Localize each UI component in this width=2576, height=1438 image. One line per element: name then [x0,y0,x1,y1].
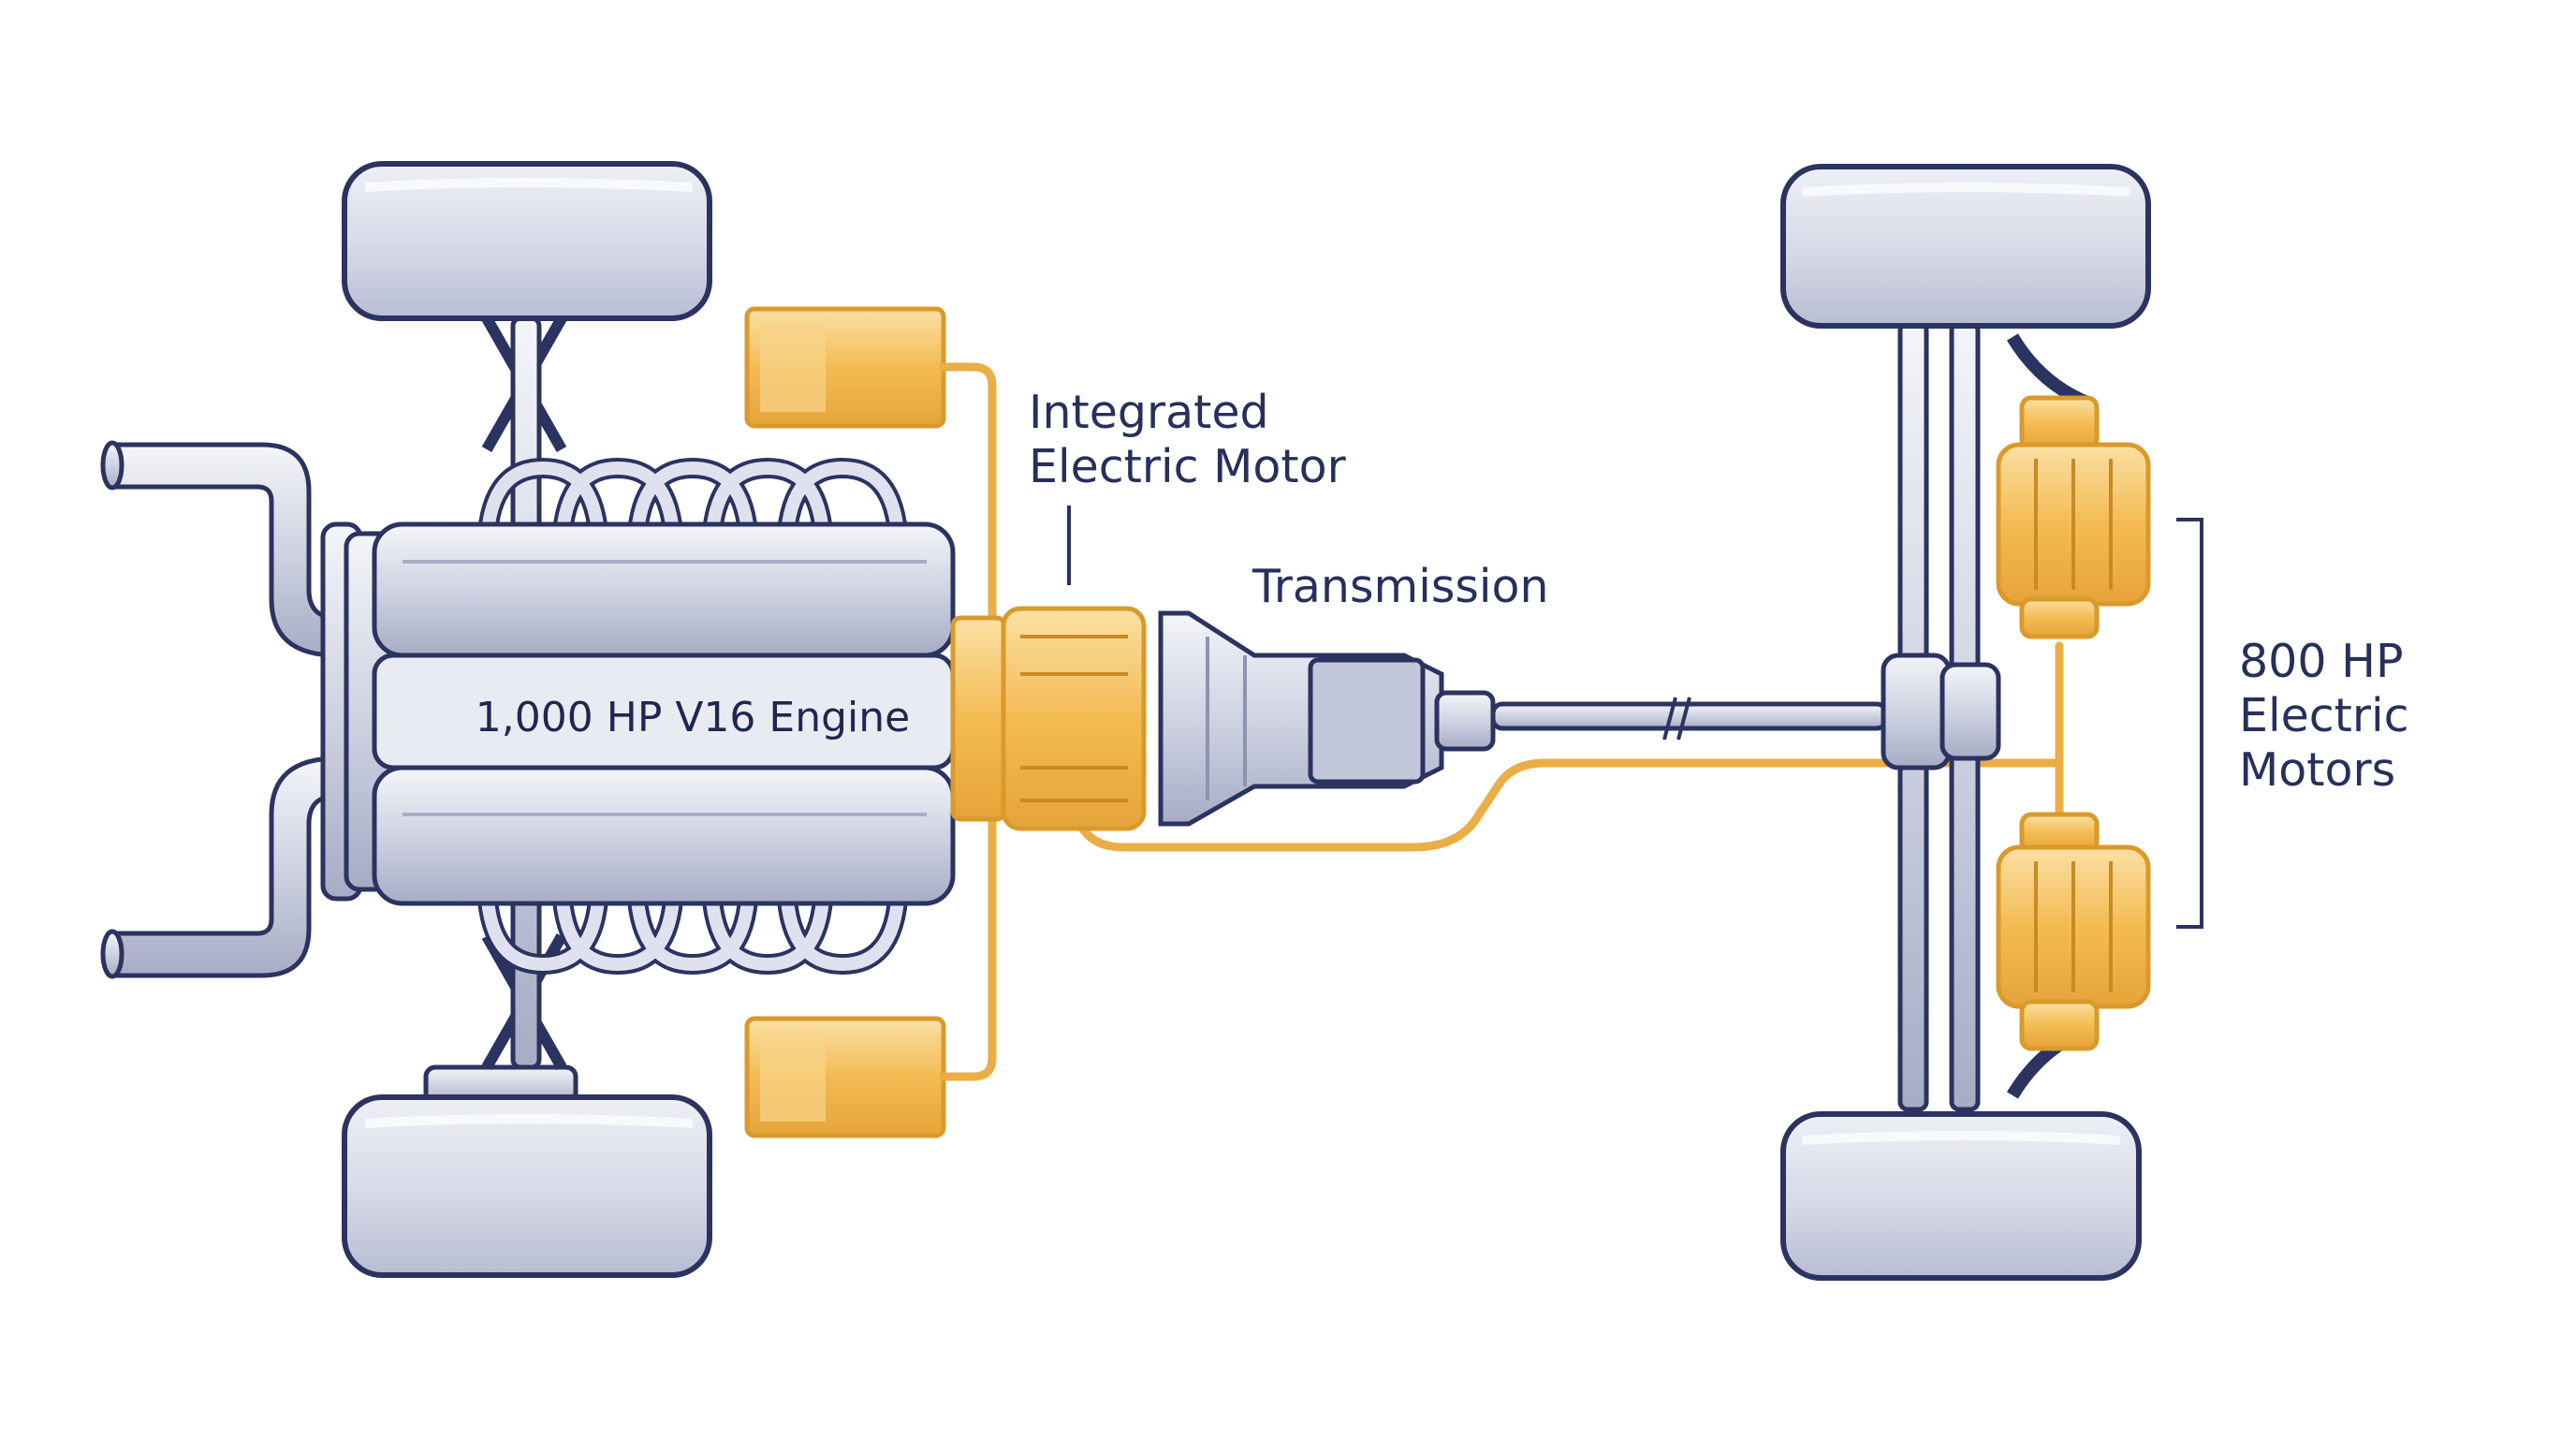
engine-label: 1,000 HP V16 Engine [475,694,911,742]
front-battery-top [744,306,946,429]
rear-axle [1881,320,2090,1112]
front-battery-bottom [744,1016,946,1138]
driveshaft [1490,697,1889,741]
v16-engine [344,457,956,976]
rear-left-tire [1780,164,2151,329]
rear-right-tire [1780,1111,2142,1281]
front-left-tire [342,161,712,321]
rear-electric-motor-bottom [1996,812,2151,1051]
rear-electric-motor-top [1996,395,2151,639]
rear-motors-bracket [2176,518,2203,929]
integrated-motor-label: Integrated Electric Motor [1029,386,1346,493]
rear-motors-label: 800 HP Electric Motors [2239,635,2409,797]
front-right-tire [342,1094,712,1278]
transmission [1158,610,1496,827]
integrated-electric-motor [950,606,1147,831]
transmission-label: Transmission [1252,560,1549,613]
